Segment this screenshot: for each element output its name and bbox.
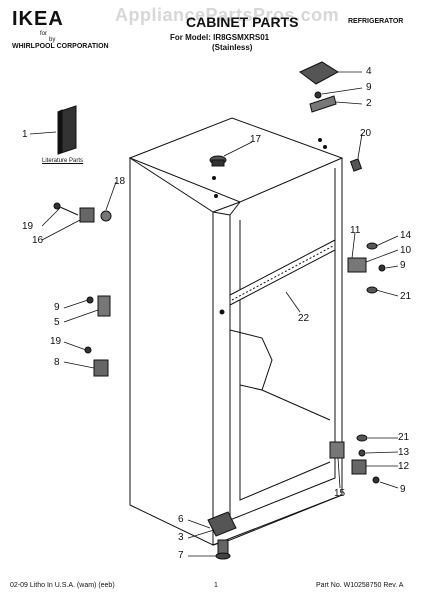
part-2-top-hinge	[309, 95, 337, 113]
part-8-19-assembly	[84, 346, 109, 377]
callout-19-lower: 19	[50, 336, 62, 347]
callout-5: 5	[54, 317, 60, 328]
callout-15: 15	[334, 488, 346, 499]
callout-9: 9	[366, 82, 372, 93]
callout-19: 19	[22, 221, 34, 232]
callout-18: 18	[114, 176, 126, 187]
footer-part-number: Part No. W10258750 Rev. A	[316, 582, 404, 589]
callout-2: 2	[366, 98, 372, 109]
part-17-plug	[209, 155, 227, 167]
part-5-9-assembly	[86, 295, 111, 317]
callout-7: 7	[178, 550, 184, 561]
callout-9-left: 9	[54, 302, 60, 313]
callout-9-middle: 9	[400, 260, 406, 271]
model-line: For Model: IR8GSMXRS01	[170, 33, 270, 42]
part-20-bracket	[349, 158, 363, 172]
callout-4: 4	[366, 66, 372, 77]
cabinet-body	[128, 117, 344, 546]
callout-6: 6	[178, 514, 184, 525]
callout-20: 20	[360, 128, 372, 139]
footer-page-number: 1	[214, 582, 218, 589]
watermark: AppliancePartsPros.com	[115, 5, 340, 25]
callout-16: 16	[32, 235, 44, 246]
callout-14: 14	[400, 230, 412, 241]
footer-litho: 02-09 Litho In U.S.A. (wam) (eeb)	[10, 582, 115, 589]
callout-21-lower: 21	[398, 432, 410, 443]
callout-10: 10	[400, 245, 412, 256]
bottom-hinge-assembly	[329, 434, 380, 484]
bottom-leveler-assembly	[207, 511, 237, 560]
leader-lines	[29, 71, 399, 557]
literature-booklet	[57, 105, 77, 155]
part-9-screw-top	[314, 91, 322, 99]
brand-logo: IKEA	[12, 8, 64, 30]
brand-corporation: WHIRLPOOL CORPORATION	[12, 43, 109, 50]
callout-1: 1	[22, 129, 28, 140]
callout-9-bottom: 9	[400, 484, 406, 495]
brand-by: by	[49, 37, 56, 43]
category-label: REFRIGERATOR	[348, 18, 404, 25]
callout-22: 22	[298, 313, 310, 324]
callout-13: 13	[398, 447, 410, 458]
finish-label: (Stainless)	[212, 43, 253, 52]
callout-17: 17	[250, 134, 262, 145]
part-4-hinge-cover	[299, 61, 339, 85]
part-16-18-19-assembly	[53, 202, 112, 223]
page-title: CABINET PARTS	[186, 14, 299, 30]
callout-11: 11	[350, 225, 361, 236]
middle-hinge-assembly	[347, 242, 386, 294]
callout-3: 3	[178, 532, 184, 543]
callout-21: 21	[400, 291, 412, 302]
callout-8: 8	[54, 357, 60, 368]
callout-12: 12	[398, 461, 410, 472]
literature-parts-label: Literature Parts	[42, 158, 84, 164]
brand-for: for	[40, 31, 48, 37]
